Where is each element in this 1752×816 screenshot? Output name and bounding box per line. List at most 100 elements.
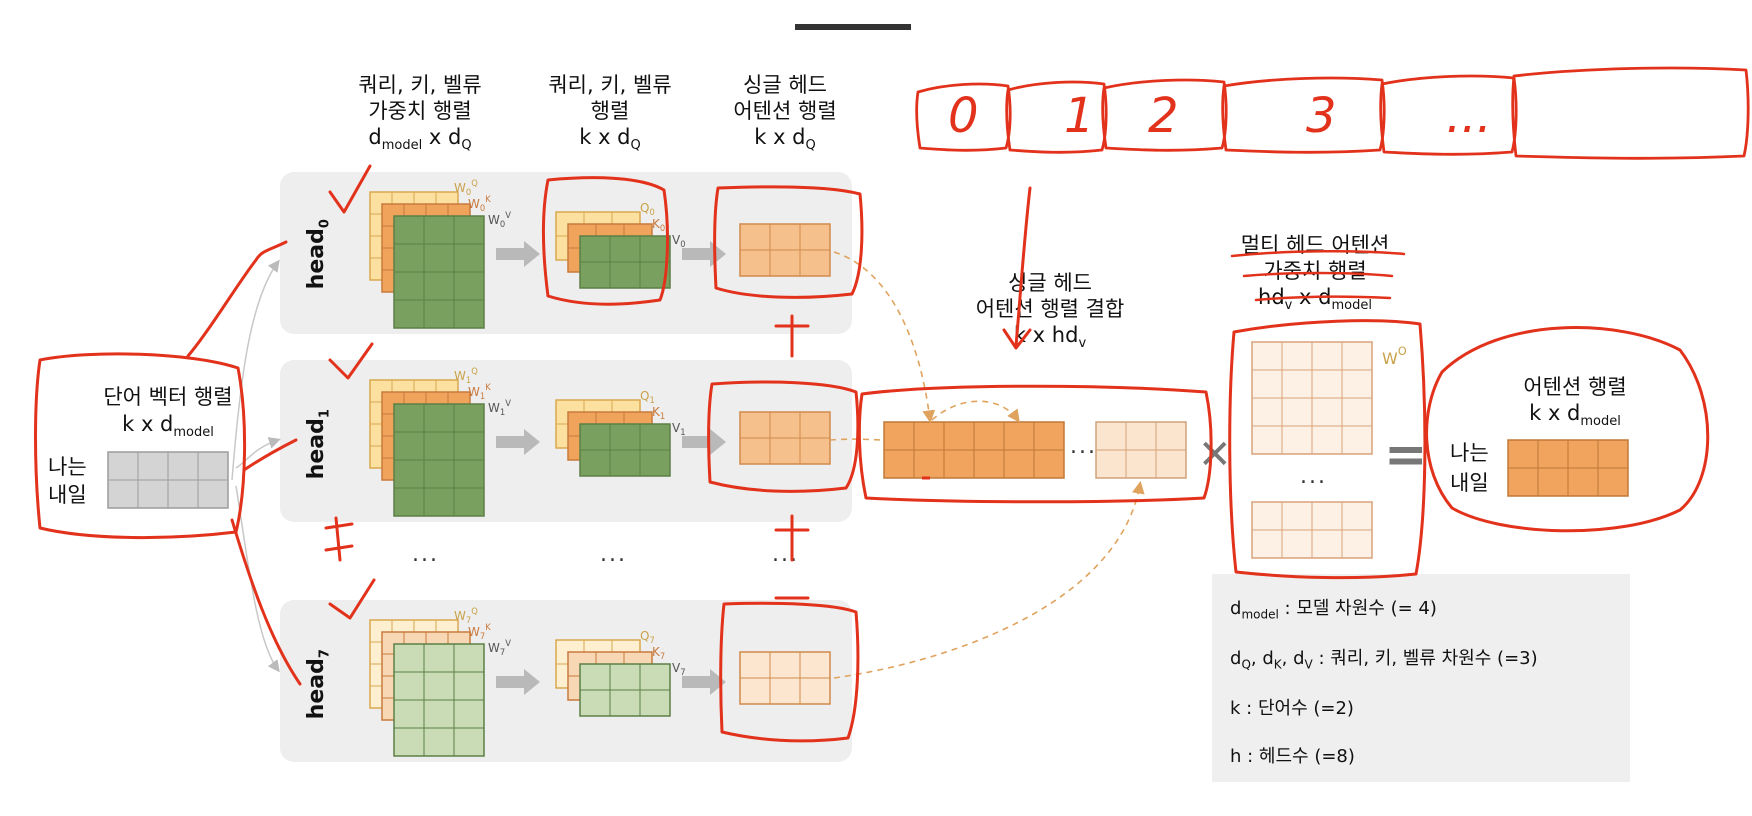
label-wk-0-sup: K	[485, 194, 491, 204]
arrow-qkv-to-single-0	[682, 241, 726, 267]
ink-circle-single7	[719, 601, 860, 743]
label-wq-1-sub: 1	[466, 375, 471, 385]
dim-sub2: model	[1331, 298, 1372, 314]
ink-plus-1	[774, 314, 810, 358]
wo-matrix-bottom	[1251, 501, 1373, 559]
ink-circle-single1	[707, 380, 860, 493]
dim-tail: x d	[422, 125, 462, 149]
dim-main: k x d	[754, 125, 806, 149]
header-single-dim: k x dQ	[700, 124, 870, 159]
single-head-0	[739, 223, 831, 277]
header-multi-line2: 가중치 행렬	[1263, 259, 1367, 283]
output-word-2: 내일	[1450, 471, 1489, 495]
times-operator: ✕	[1198, 432, 1232, 478]
ink-number-box-3	[1221, 76, 1386, 154]
legend-text: : 모델 차원수 (= 4)	[1278, 598, 1437, 619]
label-v-2-sub: 7	[680, 667, 685, 677]
ellipsis-wo: ...	[1300, 464, 1327, 489]
legend-sym: d	[1230, 598, 1242, 619]
legend-text: : 헤드수 (=8)	[1241, 746, 1355, 767]
header-weight-matrix: 쿼리, 키, 벨류 가중치 행렬 dmodel x dQ	[330, 72, 510, 159]
ink-curve-head7	[230, 518, 302, 686]
header-concat: 싱글 헤드 어텐션 행렬 결합 k x hdv	[940, 270, 1160, 357]
label-k-1: K1	[652, 405, 665, 421]
dim-sub: model	[381, 138, 423, 154]
ink-check-0	[328, 164, 372, 214]
dim-main: d	[368, 125, 382, 149]
ink-number-2: 2	[1148, 88, 1179, 144]
legend-text: : 쿼리, 키, 벨류 차원수 (=3)	[1312, 648, 1538, 669]
equals-operator: =	[1384, 425, 1428, 485]
label-k-2: K7	[652, 645, 665, 661]
ink-number-box-0	[915, 82, 1012, 152]
ink-underline-multi2	[1242, 271, 1394, 278]
input-dim: k x dmodel	[88, 411, 248, 446]
legend-row-h: h : 헤드수 (=8)	[1230, 742, 1355, 768]
label-wv-1: W1V	[488, 398, 511, 417]
legend-row-dqkv: dQ, dK, dV : 쿼리, 키, 벨류 차원수 (=3)	[1230, 644, 1538, 672]
legend-sub: model	[1241, 607, 1279, 622]
label-q-1-sub: 1	[649, 395, 654, 405]
dim-main: k x d	[122, 412, 174, 436]
ellipsis-concat: ...	[1070, 434, 1097, 459]
label-wv-0: W0V	[488, 210, 511, 229]
label-wk-2: W7K	[468, 622, 491, 641]
label-q-1: Q1	[640, 389, 655, 405]
single-head-1	[739, 411, 831, 465]
label-wv-1-sup: V	[505, 398, 511, 408]
header-qkv-dim: k x dQ	[530, 124, 690, 159]
concat-matrix-dark	[883, 421, 1065, 479]
label-wk-0: W0K	[468, 194, 491, 213]
label-wq-2-sup: Q	[471, 606, 478, 616]
label-wq-0: W0Q	[454, 178, 478, 197]
label-q-2-sub: 7	[649, 635, 654, 645]
ink-check-1	[328, 342, 374, 380]
label-k-2-sub: 7	[660, 651, 665, 661]
ink-circle-output	[1425, 326, 1710, 533]
ink-plus-2	[774, 514, 810, 562]
dashed-head1-concat	[829, 438, 885, 441]
header-output-dim: k x dmodel	[1490, 400, 1660, 435]
header-output: 어텐션 행렬 k x dmodel	[1490, 374, 1660, 435]
dashed-concat-loop	[931, 400, 1020, 423]
matrix-layer	[107, 191, 1629, 757]
label-wv-0-sub: 0	[500, 219, 505, 229]
label-wv-1-sub: 1	[500, 407, 505, 417]
ink-check-7	[328, 578, 376, 620]
weight-v-0	[393, 215, 485, 329]
ink-equals-mark	[324, 516, 354, 562]
ink-box-wo	[1228, 319, 1427, 580]
single-head-2	[739, 651, 831, 705]
header-single-line2: 어텐션 행렬	[733, 99, 837, 123]
legend-row-k: k : 단어수 (=2)	[1230, 694, 1354, 720]
label-wo: WO	[1382, 345, 1407, 368]
dim-sub: model	[1580, 414, 1621, 430]
header-weight-line2: 가중치 행렬	[368, 99, 472, 123]
header-qkv-line1: 쿼리, 키, 벨류	[548, 73, 672, 97]
label-q-2: Q7	[640, 629, 655, 645]
label-wq-1-sup: Q	[471, 366, 478, 376]
label-v-0: V0	[672, 233, 686, 249]
header-concat-line2: 어텐션 행렬 결합	[975, 297, 1125, 321]
legend-sym2: , d	[1250, 648, 1274, 669]
ink-arrow-down	[1002, 186, 1032, 350]
arrow-input-head1	[235, 437, 281, 469]
label-wv-0-sup: V	[505, 210, 511, 220]
input-title-line1: 단어 벡터 행렬	[103, 385, 233, 409]
ink-circle-qkv0	[542, 176, 669, 306]
legend-sub3: V	[1304, 657, 1313, 672]
arrow-qkv-to-single-2	[682, 669, 726, 695]
dim-sub: Q	[630, 138, 641, 154]
input-title: 단어 벡터 행렬 k x dmodel	[88, 384, 248, 446]
label-wq-1: W1Q	[454, 366, 478, 385]
matrix-v-0	[579, 235, 671, 289]
header-qkv-matrix: 쿼리, 키, 벨류 행렬 k x dQ	[530, 72, 690, 159]
arrow-input-head0	[231, 259, 280, 481]
label-wk-2-sup: K	[485, 622, 491, 632]
matrix-v-2	[579, 663, 671, 717]
dim-sub: model	[173, 425, 214, 441]
arrow-w-to-qkv-1	[496, 429, 540, 455]
legend-sym: h	[1230, 746, 1242, 767]
